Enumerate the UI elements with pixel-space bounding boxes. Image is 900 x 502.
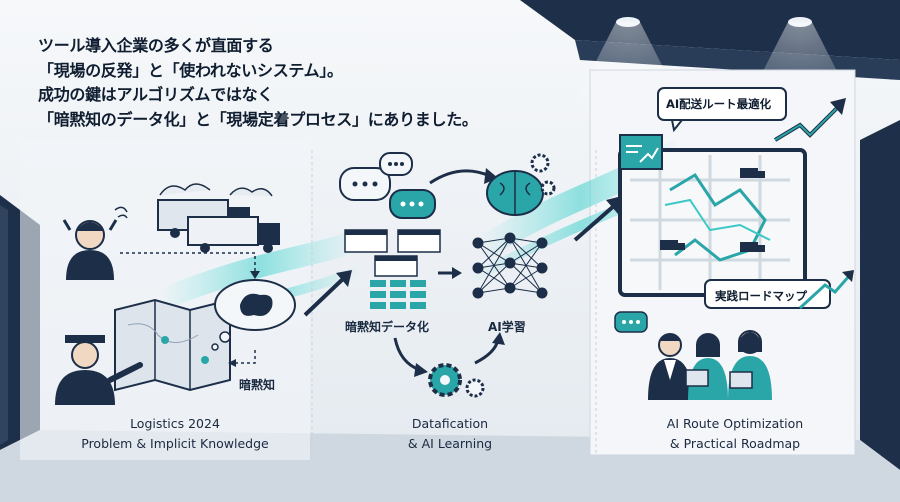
route-bubble <box>657 87 787 121</box>
thought-cloud-icon <box>211 279 296 351</box>
route-bubble-label: AI配送ルート最適化 <box>666 97 772 111</box>
team-people-icon <box>648 330 772 400</box>
headline-line-1: ツール導入企業の多くが直面する <box>38 36 274 55</box>
left-caption: Logistics 2024 Problem & Implicit Knowle… <box>45 414 305 454</box>
left-caption-line-1: Logistics 2024 <box>130 416 220 431</box>
gear-icon <box>428 363 485 398</box>
right-panel-illustration <box>614 87 854 400</box>
left-caption-line-2: Problem & Implicit Knowledge <box>81 436 269 451</box>
chat-bubble-icon <box>339 152 436 219</box>
chat-bubble-icon <box>614 311 648 333</box>
headline: ツール導入企業の多くが直面する 「現場の反発」と「使われないシステム」。 成功の… <box>38 34 508 132</box>
headline-line-3: 成功の鍵はアルゴリズムではなく <box>38 85 274 104</box>
right-caption: AI Route Optimization & Practical Roadma… <box>620 414 850 454</box>
analytics-card-icon <box>619 134 663 170</box>
middle-caption-line-2: & AI Learning <box>407 436 493 451</box>
right-caption-line-1: AI Route Optimization <box>666 416 804 431</box>
truck-icon <box>157 183 280 253</box>
middle-panel-illustration <box>339 152 556 398</box>
roadmap-bubble-label: 実践ロードマップ <box>715 289 807 303</box>
route-map-screen <box>618 148 807 297</box>
middle-caption-line-1: Datafication <box>411 416 489 431</box>
headline-line-2: 「現場の反発」と「使われないシステム」。 <box>38 60 343 80</box>
middle-caption: Datafication & AI Learning <box>340 414 560 454</box>
map-icon <box>114 298 231 392</box>
headline-line-4: 「暗黙知のデータ化」と「現場定着プロセス」にありました。 <box>38 109 478 129</box>
driver-person-icon <box>55 335 143 405</box>
neural-network-icon <box>472 232 548 299</box>
worried-person-icon <box>62 206 128 280</box>
map-truck-icons <box>660 168 765 252</box>
flow-arrow-1 <box>303 270 352 317</box>
right-caption-line-2: & Practical Roadmap <box>669 436 801 451</box>
tacit-knowledge-label: 暗黙知 <box>239 378 276 392</box>
ai-learning-label: AI学習 <box>488 320 526 334</box>
data-table-icon <box>344 229 441 309</box>
left-panel-illustration <box>55 183 296 405</box>
roadmap-bubble <box>704 279 831 309</box>
datafication-label: 暗黙知データ化 <box>345 320 430 334</box>
brain-icon <box>486 153 556 216</box>
